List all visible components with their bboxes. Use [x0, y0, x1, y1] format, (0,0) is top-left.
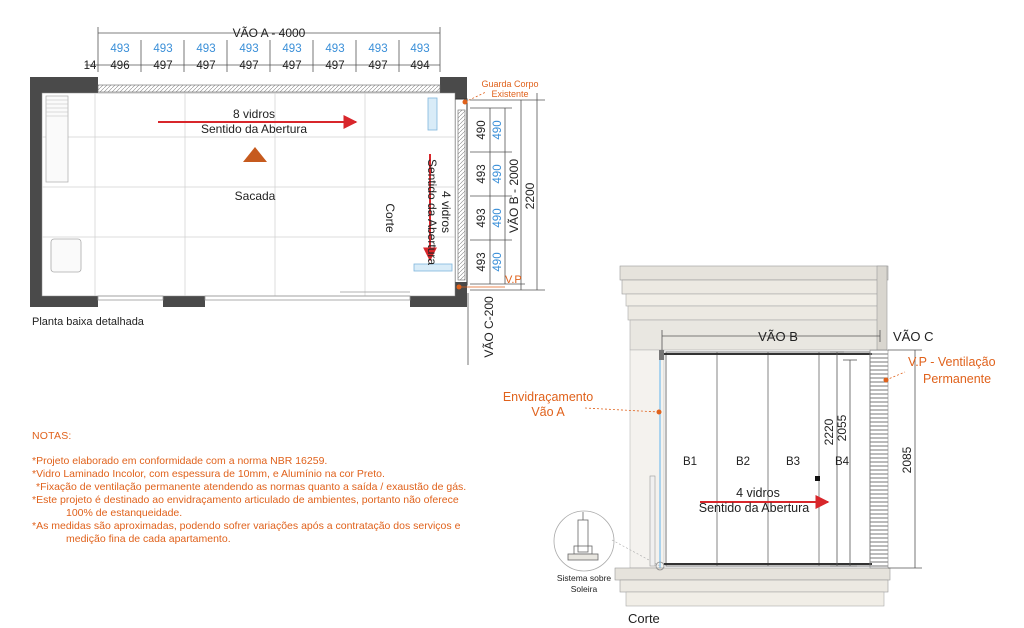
- vao-c-dimension: VÃO C-200: [482, 296, 496, 358]
- glass-a-direction: Sentido da Abertura: [201, 122, 307, 136]
- glass-dim-a-1: 493: [110, 43, 129, 55]
- note-line-3: *Fixação de ventilação permanente atende…: [36, 481, 467, 493]
- glass-a-count: 8 vidros: [233, 107, 275, 121]
- panel-b1: B1: [683, 456, 697, 468]
- dim-2055: 2055: [835, 414, 849, 441]
- note-line-5: 100% de estanqueidade.: [66, 507, 183, 519]
- plan-title: Planta baixa detalhada: [32, 316, 145, 328]
- sill-system-label-1: Sistema sobre: [557, 573, 612, 583]
- module-dim-5: 497: [282, 60, 301, 72]
- floor-drain-fixture: [50, 238, 82, 273]
- glass-dim-a-5: 493: [282, 43, 301, 55]
- module-dim-8: 494: [410, 60, 430, 72]
- section-title: Corte: [628, 611, 660, 626]
- guard-rail-label-1: Guarda Corpo: [481, 79, 538, 89]
- side-dim-black-4: 493: [476, 252, 488, 271]
- glass-dim-a-8: 493: [410, 43, 429, 55]
- section-glass-count: 4 vidros: [736, 486, 780, 500]
- total-height-dimension: 2200: [523, 182, 537, 209]
- module-dim-2: 497: [153, 60, 172, 72]
- north-triangle-icon: [243, 147, 267, 162]
- module-dim-4: 497: [239, 60, 258, 72]
- glass-dim-a-7: 493: [368, 43, 387, 55]
- guard-rail-label-2: Existente: [491, 89, 528, 99]
- notes-title: NOTAS:: [32, 430, 72, 442]
- side-dim-blue-4: 490: [492, 252, 504, 271]
- notes-block: NOTAS: *Projeto elaborado em conformidad…: [32, 430, 532, 546]
- panel-b4: B4: [835, 456, 850, 468]
- top-dimension-chain: VÃO A - 4000 493 493 493 493 493 493 493…: [84, 26, 441, 72]
- note-line-7: medição fina de cada apartamento.: [66, 533, 231, 545]
- glass-dim-a-2: 493: [153, 43, 172, 55]
- glass-dim-a-3: 493: [196, 43, 215, 55]
- envidracamento-label-1: Envidraçamento: [503, 390, 593, 404]
- dim-2220: 2220: [822, 418, 836, 445]
- note-line-1: *Projeto elaborado em conformidade com a…: [32, 455, 328, 467]
- vp-ventilation-label-1: V.P - Ventilação: [908, 355, 996, 369]
- section-vao-b: VÃO B: [758, 329, 798, 344]
- vp-label: V.P: [505, 274, 522, 286]
- module-dim-6: 497: [325, 60, 344, 72]
- side-dim-blue-3: 490: [492, 208, 504, 227]
- right-dimension-chain: 490 493 493 493 490 490 490 490 VÃO B - …: [470, 93, 545, 291]
- panel-b3: B3: [786, 456, 800, 468]
- glass-rail-top: [97, 84, 441, 93]
- glass-b-direction: Sentido da Abertura: [425, 159, 439, 265]
- glass-b-count: 4 vidros: [439, 191, 453, 233]
- side-dim-blue-1: 490: [492, 120, 504, 139]
- module-dim-0: 14: [84, 60, 97, 72]
- side-dim-black-3: 493: [476, 208, 488, 227]
- module-dim-7: 497: [368, 60, 387, 72]
- section-drawing: VÃO B VÃO C 2220 2055 2085 B1 B2 B3 B4 4…: [503, 265, 996, 626]
- note-line-6: *As medidas são aproximadas, podendo sof…: [32, 520, 461, 532]
- sink-counter: [45, 95, 69, 183]
- vao-b-dimension: VÃO B - 2000: [507, 159, 521, 233]
- ventilation-grille: [869, 349, 889, 569]
- stacked-glass-b: [413, 263, 453, 272]
- dim-2085: 2085: [900, 446, 914, 473]
- floor-tile-grid: [42, 93, 455, 296]
- vp-ventilation-label-2: Permanente: [923, 372, 991, 386]
- side-dim-black-2: 493: [476, 164, 488, 183]
- section-cut-label: Corte: [383, 203, 397, 233]
- stacked-glass-a: [427, 97, 438, 131]
- panel-b2: B2: [736, 456, 750, 468]
- room-label: Sacada: [235, 189, 276, 203]
- sill-system-label-2: Soleira: [571, 584, 598, 594]
- side-dim-blue-2: 490: [492, 164, 504, 183]
- glass-rail-right: [457, 109, 466, 281]
- glass-dim-a-4: 493: [239, 43, 258, 55]
- note-line-2: *Vidro Laminado Incolor, com espessura d…: [32, 468, 385, 480]
- module-dim-1: 496: [110, 60, 129, 72]
- envidracamento-label-2: Vão A: [531, 405, 565, 419]
- floor-plan: VÃO A - 4000 493 493 493 493 493 493 493…: [30, 26, 545, 365]
- side-dim-black-1: 490: [476, 120, 488, 139]
- module-dim-3: 497: [196, 60, 215, 72]
- section-glass-direction: Sentido da Abertura: [699, 501, 810, 515]
- vao-a-dimension: VÃO A - 4000: [233, 26, 306, 40]
- note-line-4: *Este projeto é destinado ao envidraçame…: [32, 494, 459, 506]
- glass-dim-a-6: 493: [325, 43, 344, 55]
- section-vao-c: VÃO C: [893, 329, 933, 344]
